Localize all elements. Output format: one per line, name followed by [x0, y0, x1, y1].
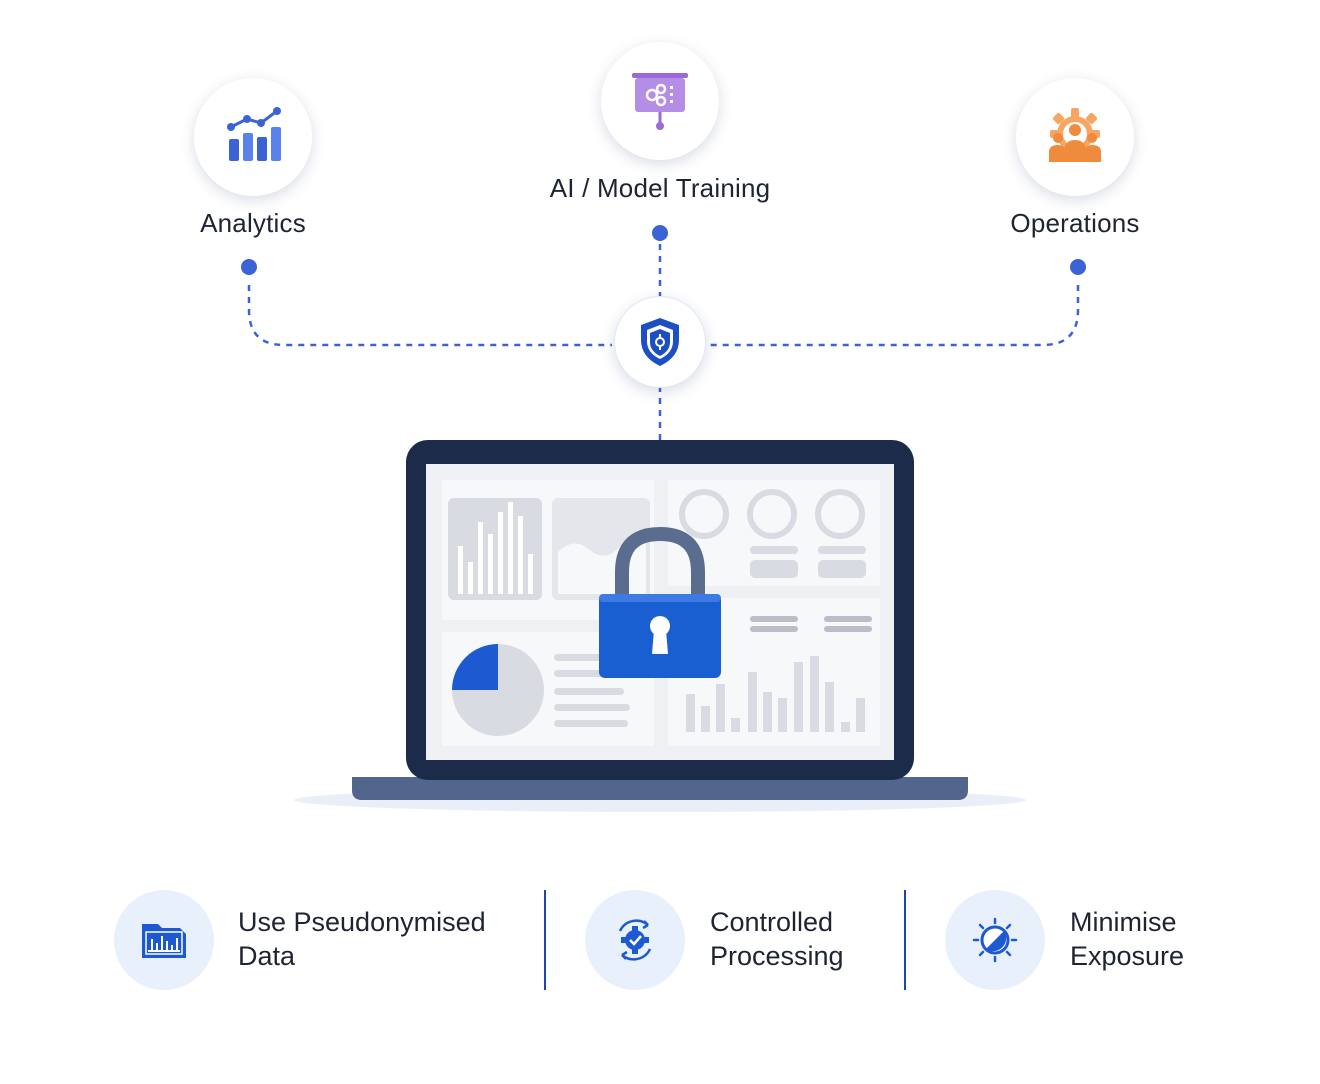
model-training-presentation-icon: [632, 73, 688, 130]
operations-connector-dot: [1070, 259, 1086, 275]
ai-connector-dot: [652, 225, 668, 241]
minimise-exposure-icon-circle: [945, 890, 1045, 990]
operations-label: Operations: [1010, 208, 1140, 238]
laptop-lock-icon: [294, 440, 1026, 812]
pseudonymised-data-line1: Use Pseudonymised: [238, 907, 486, 937]
pseudonymised-data-text: Use Pseudonymised Data: [238, 905, 486, 973]
feature-divider-2: [904, 890, 906, 990]
security-hub: [614, 296, 706, 388]
controlled-processing-icon-circle: [585, 890, 685, 990]
pseudonymised-data-line2: Data: [238, 941, 296, 971]
feature-divider-1: [544, 890, 546, 990]
analytics-label: Analytics: [200, 208, 306, 238]
pseudonymised-data-icon-circle: [114, 890, 214, 990]
minimise-exposure-text: Minimise Exposure: [1070, 905, 1184, 973]
controlled-processing-text: Controlled Processing: [710, 905, 844, 973]
operations-node: [1016, 78, 1134, 196]
analytics-chart-icon: [227, 107, 281, 161]
data-folder-chart-icon: [142, 924, 186, 958]
exposure-dial-icon: [972, 917, 1018, 963]
controlled-processing-line2: Processing: [710, 941, 844, 971]
ai-model-training-node: [601, 42, 719, 160]
minimise-exposure-line2: Exposure: [1070, 941, 1185, 971]
operations-team-gear-icon: [1049, 108, 1101, 162]
minimise-exposure-line1: Minimise: [1070, 907, 1177, 937]
gear-cycle-icon: [618, 919, 652, 961]
ai-model-training-label: AI / Model Training: [549, 173, 771, 203]
analytics-node: [194, 78, 312, 196]
analytics-connector-dot: [241, 259, 257, 275]
controlled-processing-line1: Controlled: [710, 907, 834, 937]
